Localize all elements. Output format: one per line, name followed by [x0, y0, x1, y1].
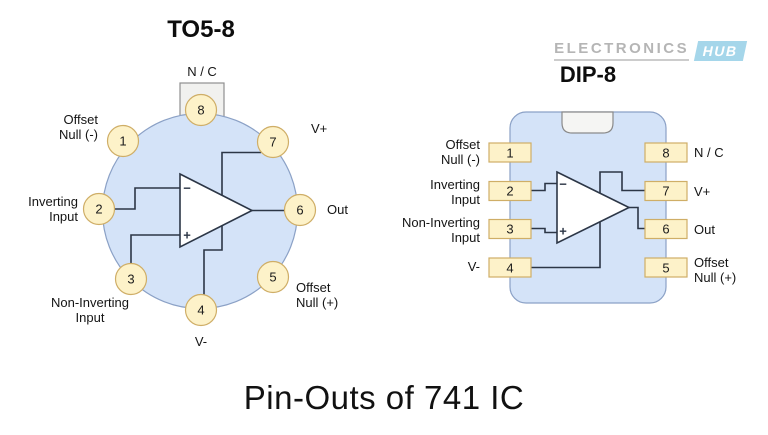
- dip-label-offset-null-plus: Offset Null (+): [694, 255, 737, 285]
- dip-orientation-notch: [561, 111, 614, 134]
- to5-pin-number-8: 8: [197, 102, 205, 118]
- to5-pin-circle-6: [283, 193, 317, 227]
- to5-pin-number-5: 5: [269, 269, 277, 285]
- dip-pin-number-5: 5: [662, 260, 670, 275]
- to5-label-v-minus: V-: [194, 334, 208, 349]
- dip-pin-number-2: 2: [506, 183, 514, 199]
- dip-pin-number-7: 7: [662, 183, 670, 199]
- dip-label-inverting-input: Inverting Input: [430, 177, 480, 207]
- dip-wire-pin4: [531, 222, 601, 269]
- dip-package: [488, 111, 688, 304]
- dip-wire-pin6: [629, 206, 645, 230]
- dip-label-out: Out: [694, 222, 715, 237]
- to5-inverting-input-sign: −: [183, 180, 191, 196]
- dip-label-nc: N / C: [694, 145, 724, 160]
- to5-pin-circle-3: [114, 262, 148, 296]
- to5-pin-number-7: 7: [269, 134, 277, 150]
- to5-label-v-plus: V+: [311, 121, 328, 136]
- dip-pin-rect-1: [488, 142, 532, 163]
- dip-pin-number-4: 4: [506, 260, 514, 275]
- dip-pin-rect-2: [488, 180, 532, 202]
- figure-caption: Pin-Outs of 741 IC: [243, 379, 525, 416]
- dip-non-inverting-input-sign: +: [559, 223, 567, 239]
- to5-pin-circle-4: [184, 293, 218, 327]
- to5-package: [82, 82, 317, 327]
- dip-pin-number-3: 3: [506, 221, 514, 237]
- dip-pin-rect-8: [644, 142, 688, 163]
- dip-label-v-plus: V+: [694, 184, 711, 199]
- dip-title: DIP-8: [559, 62, 617, 87]
- dip-pin-rect-5: [644, 257, 688, 278]
- dip-pin-number-6: 6: [662, 221, 670, 237]
- dip-label-non-inverting-input: Non-Inverting Input: [401, 215, 480, 245]
- brand-logo: ELECTRONICS HUB: [554, 40, 748, 61]
- to5-label-nc: N / C: [187, 64, 217, 79]
- to5-label-offset-null-plus: Offset Null (+): [296, 280, 339, 310]
- dip-pins: [488, 142, 688, 278]
- dip-wires: [531, 171, 645, 269]
- to5-pin-circle-5: [256, 260, 290, 294]
- to5-label-non-inverting-input: Non-Inverting Input: [50, 295, 130, 325]
- to5-wire-pin2: [114, 187, 180, 210]
- to5-wire-pin4: [203, 226, 223, 295]
- to5-pin-number-6: 6: [296, 202, 304, 218]
- dip-wire-pin2: [531, 182, 557, 192]
- dip-label-offset-null-minus: Offset Null (-): [441, 137, 480, 167]
- to5-pin-circle-7: [256, 125, 290, 159]
- dip-pin-number-8: 8: [662, 145, 670, 160]
- dip-pin-rect-3: [488, 218, 532, 240]
- to5-pin-circle-8: [184, 93, 218, 127]
- to5-pin-number-4: 4: [197, 302, 205, 318]
- dip-pin-rect-6: [644, 218, 688, 240]
- dip-opamp-triangle: [556, 170, 631, 245]
- to5-wire-pin7: [221, 151, 261, 195]
- brand-tag-badge: HUB: [694, 40, 748, 61]
- dip-pin-rect-4: [488, 257, 532, 278]
- to5-pin-circle-2: [82, 192, 116, 226]
- to5-title: TO5-8: [167, 16, 235, 43]
- to5-wires: [114, 151, 285, 295]
- to5-pins: [82, 93, 317, 327]
- to5-opamp-triangle: [179, 172, 254, 249]
- dip-label-v-minus: V-: [467, 259, 480, 274]
- to5-wire-pin3: [130, 234, 180, 264]
- brand-name: ELECTRONICS: [554, 40, 690, 61]
- to5-label-offset-null-minus: Offset Null (-): [59, 112, 98, 142]
- dip-pin-number-1: 1: [506, 145, 514, 160]
- to5-label-inverting-input: Inverting Input: [28, 194, 78, 224]
- dip-inverting-input-sign: −: [559, 176, 567, 192]
- to5-pin-circle-1: [106, 124, 140, 158]
- to5-non-inverting-input-sign: +: [183, 227, 191, 242]
- to5-label-out: Out: [327, 202, 348, 217]
- to5-pin-number-2: 2: [95, 201, 103, 217]
- dip-pin-rect-7: [644, 180, 688, 202]
- to5-pin-number-3: 3: [127, 271, 135, 287]
- dip-wire-pin3: [531, 227, 557, 234]
- dip-wire-pin7: [599, 171, 645, 193]
- to5-pin-number-1: 1: [119, 133, 127, 149]
